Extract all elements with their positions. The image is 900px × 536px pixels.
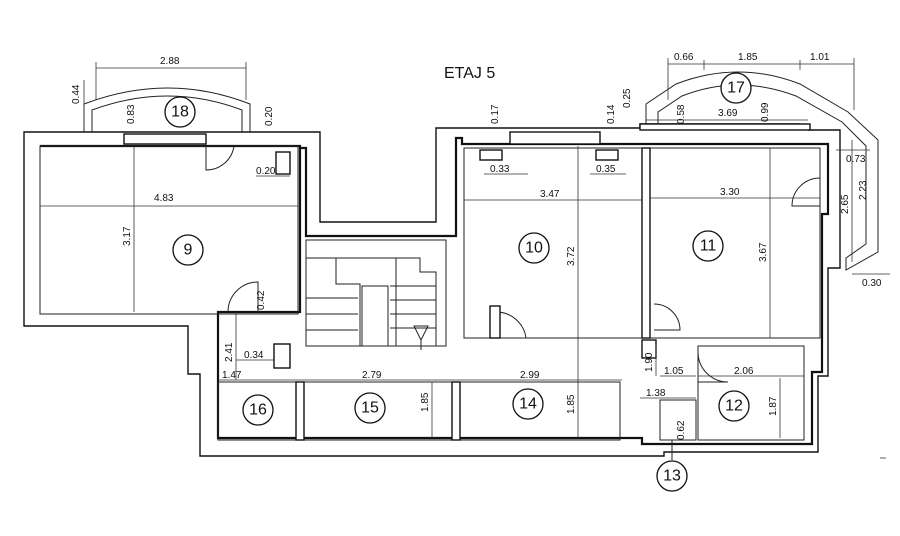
dim-balcony18-right: 0.20	[264, 106, 275, 126]
dim-bay17-058: 0.58	[676, 104, 687, 124]
dim-bay17-025: 0.25	[622, 88, 633, 108]
floor-title: ETAJ 5	[444, 65, 495, 82]
svg-text:17: 17	[727, 80, 745, 97]
room-17-label[interactable]: 17	[720, 72, 752, 104]
dim-room12-width: 2.06	[734, 366, 754, 377]
svg-text:9: 9	[184, 242, 193, 259]
dim-room10-nib-right: 0.35	[596, 164, 616, 175]
svg-text:16: 16	[249, 402, 267, 419]
dim-bay17-left: 0.66	[674, 52, 694, 63]
dim-bay17-073: 0.73	[846, 154, 866, 165]
dim-room15-width: 2.79	[362, 370, 382, 381]
dim-bay17-223: 2.23	[858, 180, 869, 200]
svg-text:11: 11	[700, 238, 717, 255]
room-12-13-area: 2.06 1.87 1.05 1.90 1.38 0.62	[640, 339, 805, 460]
room-12-label[interactable]: 12	[718, 390, 750, 422]
dim-room10-nib-left: 0.33	[490, 164, 510, 175]
balcony-18: 2.88 0.44 0.83 0.20	[71, 56, 275, 145]
outer-walls	[23, 123, 841, 457]
dim-balcony18-left: 0.44	[71, 84, 82, 104]
svg-text:12: 12	[725, 398, 743, 415]
room-14-label[interactable]: 14	[512, 388, 544, 420]
dim-room11-width: 3.30	[720, 187, 740, 198]
dim-balcony18-depth: 0.83	[126, 104, 137, 124]
svg-text:14: 14	[519, 396, 537, 413]
room-10-area: 3.47 0.33 0.35 3.72 0.17 0.14	[463, 104, 643, 339]
svg-text:18: 18	[171, 104, 189, 121]
dim-bay17-right: 1.01	[810, 52, 830, 63]
dim-room9-height: 3.17	[122, 226, 133, 246]
dim-bay17-mid: 1.85	[738, 52, 758, 63]
dim-room10-top-right: 0.14	[606, 104, 617, 124]
dim-room10-height: 3.72	[566, 246, 577, 266]
svg-text:10: 10	[525, 240, 543, 257]
dim-bay17-depth: 0.99	[760, 102, 771, 122]
dim-room12-height: 1.87	[768, 396, 779, 416]
staircase	[305, 239, 447, 350]
dim-room13-width: 1.05	[664, 366, 684, 377]
room-13-label[interactable]: 13	[656, 460, 688, 492]
room-15-label[interactable]: 15	[354, 392, 386, 424]
room-10-label[interactable]: 10	[518, 232, 550, 264]
dim-room15-height: 1.85	[420, 392, 431, 412]
dim-room9-nib: 0.20	[256, 166, 276, 177]
dim-bay17-030: 0.30	[862, 278, 882, 289]
dim-bay17-width: 3.69	[718, 108, 738, 119]
dim-room11-height: 3.67	[758, 242, 769, 262]
room-11-label[interactable]: 11	[692, 230, 724, 262]
dim-bay17-265: 2.65	[840, 194, 851, 214]
bay-17: 0.66 1.85 1.01 0.58 3.69 0.99 0.25 0.73 …	[622, 52, 890, 289]
room-11-area: 3.30 3.67	[641, 147, 821, 339]
dim-room14-height: 1.85	[566, 394, 577, 414]
dim-room13-062: 0.62	[676, 420, 687, 440]
dim-room16-width: 1.47	[222, 370, 242, 381]
dim-room10-top-left: 0.17	[490, 104, 501, 124]
lower-row: 1.47 2.79 2.99 1.85 1.85 2.41 0.34 0.42	[217, 146, 622, 441]
room-labels: 9 10 11 12 13 14 15 16	[164, 72, 752, 492]
room-18-label[interactable]: 18	[164, 96, 196, 128]
dim-hall-034: 0.34	[244, 350, 264, 361]
room-9-label[interactable]: 9	[172, 234, 204, 266]
dim-hall-241: 2.41	[224, 342, 235, 362]
dim-room14-width: 2.99	[520, 370, 540, 381]
dim-room13-138: 1.38	[646, 388, 666, 399]
svg-text:13: 13	[663, 468, 681, 485]
dim-door-042: 0.42	[256, 290, 267, 310]
room-9-area: 4.83 3.17 0.20	[40, 145, 298, 312]
dim-room13-190: 1.90	[644, 352, 655, 372]
room-16-label[interactable]: 16	[242, 394, 274, 426]
dim-room9-width: 4.83	[154, 193, 174, 204]
svg-text:15: 15	[361, 400, 379, 417]
dim-room10-width: 3.47	[540, 189, 560, 200]
dim-balcony18-width: 2.88	[160, 56, 180, 67]
